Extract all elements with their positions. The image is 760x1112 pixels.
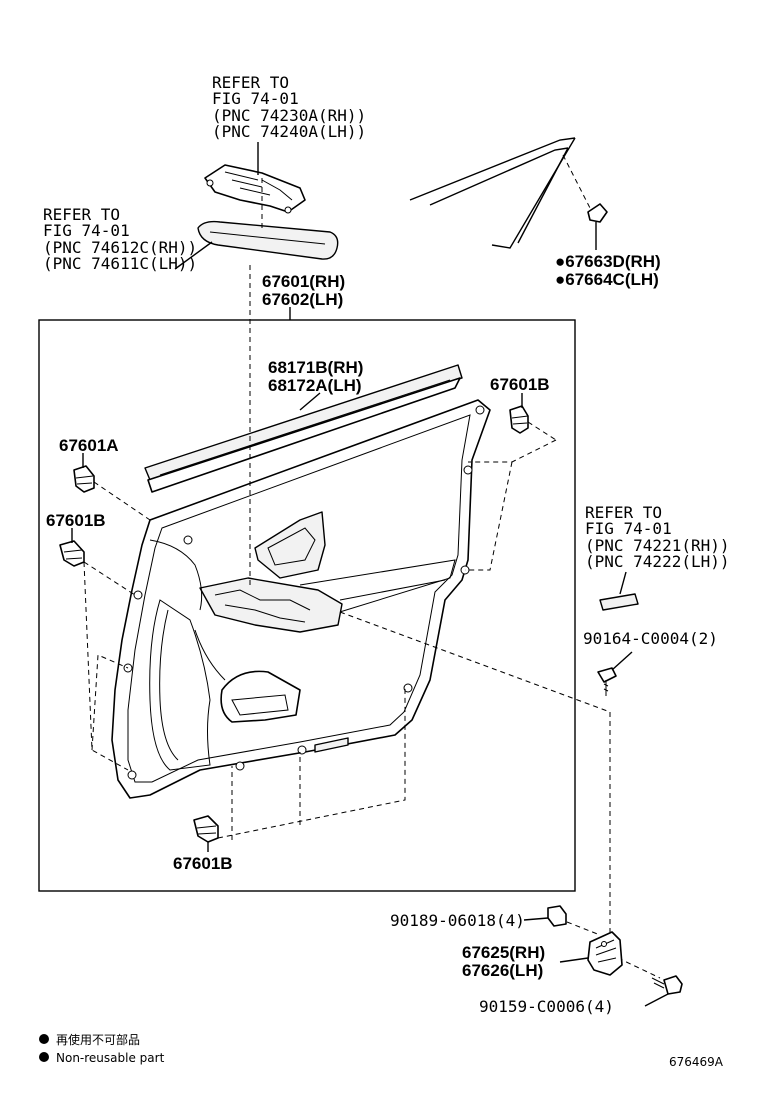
screw-top-label: 90164-C0004(2) xyxy=(583,629,718,648)
clip-b-right-label: 67601B xyxy=(490,375,550,394)
trim-board-label-lh: 67602(LH) xyxy=(262,290,343,309)
cap-leader xyxy=(619,571,627,595)
armrest-ref-line4: (PNC 74611C(LH)) xyxy=(43,254,197,273)
cap-part xyxy=(599,593,639,611)
door-trim-board-part xyxy=(111,399,491,799)
cover-label-lh: ●67664C(LH) xyxy=(555,270,659,289)
legend-item-2: Non-reusable part xyxy=(56,1051,165,1065)
switch-ref-line3: (PNC 74230A(RH)) xyxy=(212,106,366,125)
armrest-ref-line1: REFER TO xyxy=(43,205,120,224)
clip-b-left-label: 67601B xyxy=(46,511,106,530)
clip-67601b-bottom xyxy=(193,815,219,843)
clip-67601a xyxy=(73,465,95,493)
legend-bullet-1 xyxy=(39,1034,49,1044)
weatherstrip-label-rh: 68171B(RH) xyxy=(268,358,363,377)
weatherstrip-leader xyxy=(299,392,321,411)
nut-label: 90189-06018(4) xyxy=(390,911,525,930)
bracket-part xyxy=(587,931,623,976)
cap-ref-line1: REFER TO xyxy=(585,503,662,522)
armrest-ref-line3: (PNC 74612C(RH)) xyxy=(43,238,197,257)
screw-bottom-leader xyxy=(644,993,669,1007)
clip-b-bottom-label: 67601B xyxy=(173,854,233,873)
clip-a-label: 67601A xyxy=(59,436,119,455)
assembly-dashes xyxy=(83,178,661,979)
switch-ref-line4: (PNC 74240A(LH)) xyxy=(212,122,366,141)
bracket-label-rh: 67625(RH) xyxy=(462,943,545,962)
cap-ref-line4: (PNC 74222(LH)) xyxy=(585,552,730,571)
trim-board-frame xyxy=(38,319,576,892)
armrest-ref-line2: FIG 74-01 xyxy=(43,221,130,240)
cap-ref-line3: (PNC 74221(RH)) xyxy=(585,536,730,555)
screw-90164-part xyxy=(597,667,617,696)
legend-item-1: 再使用不可部品 xyxy=(56,1032,140,1047)
switch-ref-line2: FIG 74-01 xyxy=(212,89,299,108)
cover-label-rh: ●67663D(RH) xyxy=(555,252,661,271)
weatherstrip-label-lh: 68172A(LH) xyxy=(268,376,362,395)
clip-67601b-left xyxy=(59,540,85,567)
diagram-id: 676469A xyxy=(669,1055,724,1069)
cover-part xyxy=(587,203,608,223)
bracket-leader xyxy=(559,957,589,963)
screw-90159-part xyxy=(651,975,683,995)
cap-ref-line2: FIG 74-01 xyxy=(585,519,672,538)
nut-leader xyxy=(523,917,549,921)
legend-bullet-2 xyxy=(39,1052,49,1062)
door-frame-part xyxy=(409,137,576,249)
clip-67601b-right xyxy=(509,405,529,434)
weatherstrip-part xyxy=(144,364,463,493)
screw-top-leader xyxy=(611,651,633,671)
nut-part xyxy=(547,905,567,927)
cover-dash xyxy=(562,154,591,209)
armrest-leader xyxy=(174,241,213,270)
trim-board-label-rh: 67601(RH) xyxy=(262,272,345,291)
bracket-label-lh: 67626(LH) xyxy=(462,961,543,980)
switch-ref-line1: REFER TO xyxy=(212,73,289,92)
armrest-part xyxy=(197,220,339,260)
window-switch-part xyxy=(204,164,306,214)
screw-bottom-label: 90159-C0006(4) xyxy=(479,997,614,1016)
